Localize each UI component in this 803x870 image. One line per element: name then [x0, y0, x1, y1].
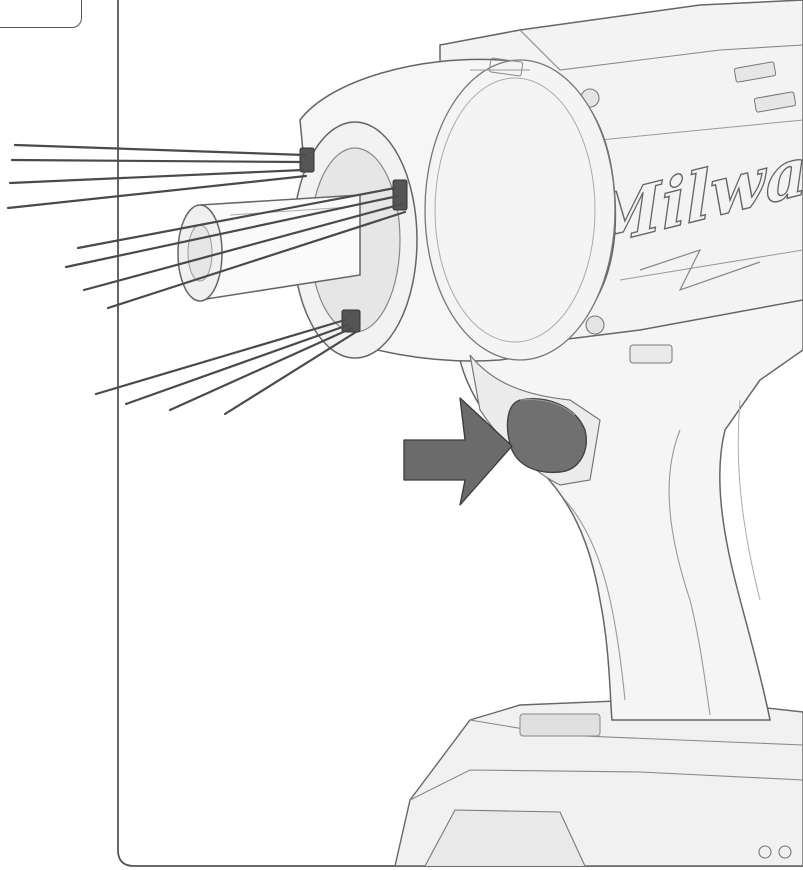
direction-button: [506, 398, 587, 474]
leader-line: [168, 326, 354, 412]
trigger-area: [469, 344, 673, 486]
leader-line: [76, 186, 397, 250]
leader-line: [13, 143, 307, 157]
mode-indicator-top: [733, 61, 777, 83]
gear-housing-mark: [488, 57, 524, 77]
push-arrow-icon: [403, 397, 513, 506]
mode-indicator-bottom: [753, 91, 797, 113]
leader-line: [94, 318, 347, 396]
leader-line: [6, 174, 308, 210]
battery-vent: [519, 713, 601, 737]
battery-pack: [394, 699, 803, 867]
leader-line: [106, 210, 407, 310]
leader-line: [82, 202, 404, 292]
leader-line: [64, 194, 400, 269]
retaining-clip-right: [392, 179, 408, 211]
leader-line: [10, 158, 304, 164]
leader-lines: [6, 143, 407, 416]
leader-line: [223, 330, 358, 416]
lock-slot: [629, 344, 673, 364]
panel-frame: [117, 0, 803, 867]
housing-screw-bottom: [585, 315, 605, 335]
leader-line: [8, 168, 305, 185]
page-tab-box: [0, 0, 82, 28]
leader-line: [124, 323, 350, 406]
retaining-clip-top: [299, 147, 315, 173]
